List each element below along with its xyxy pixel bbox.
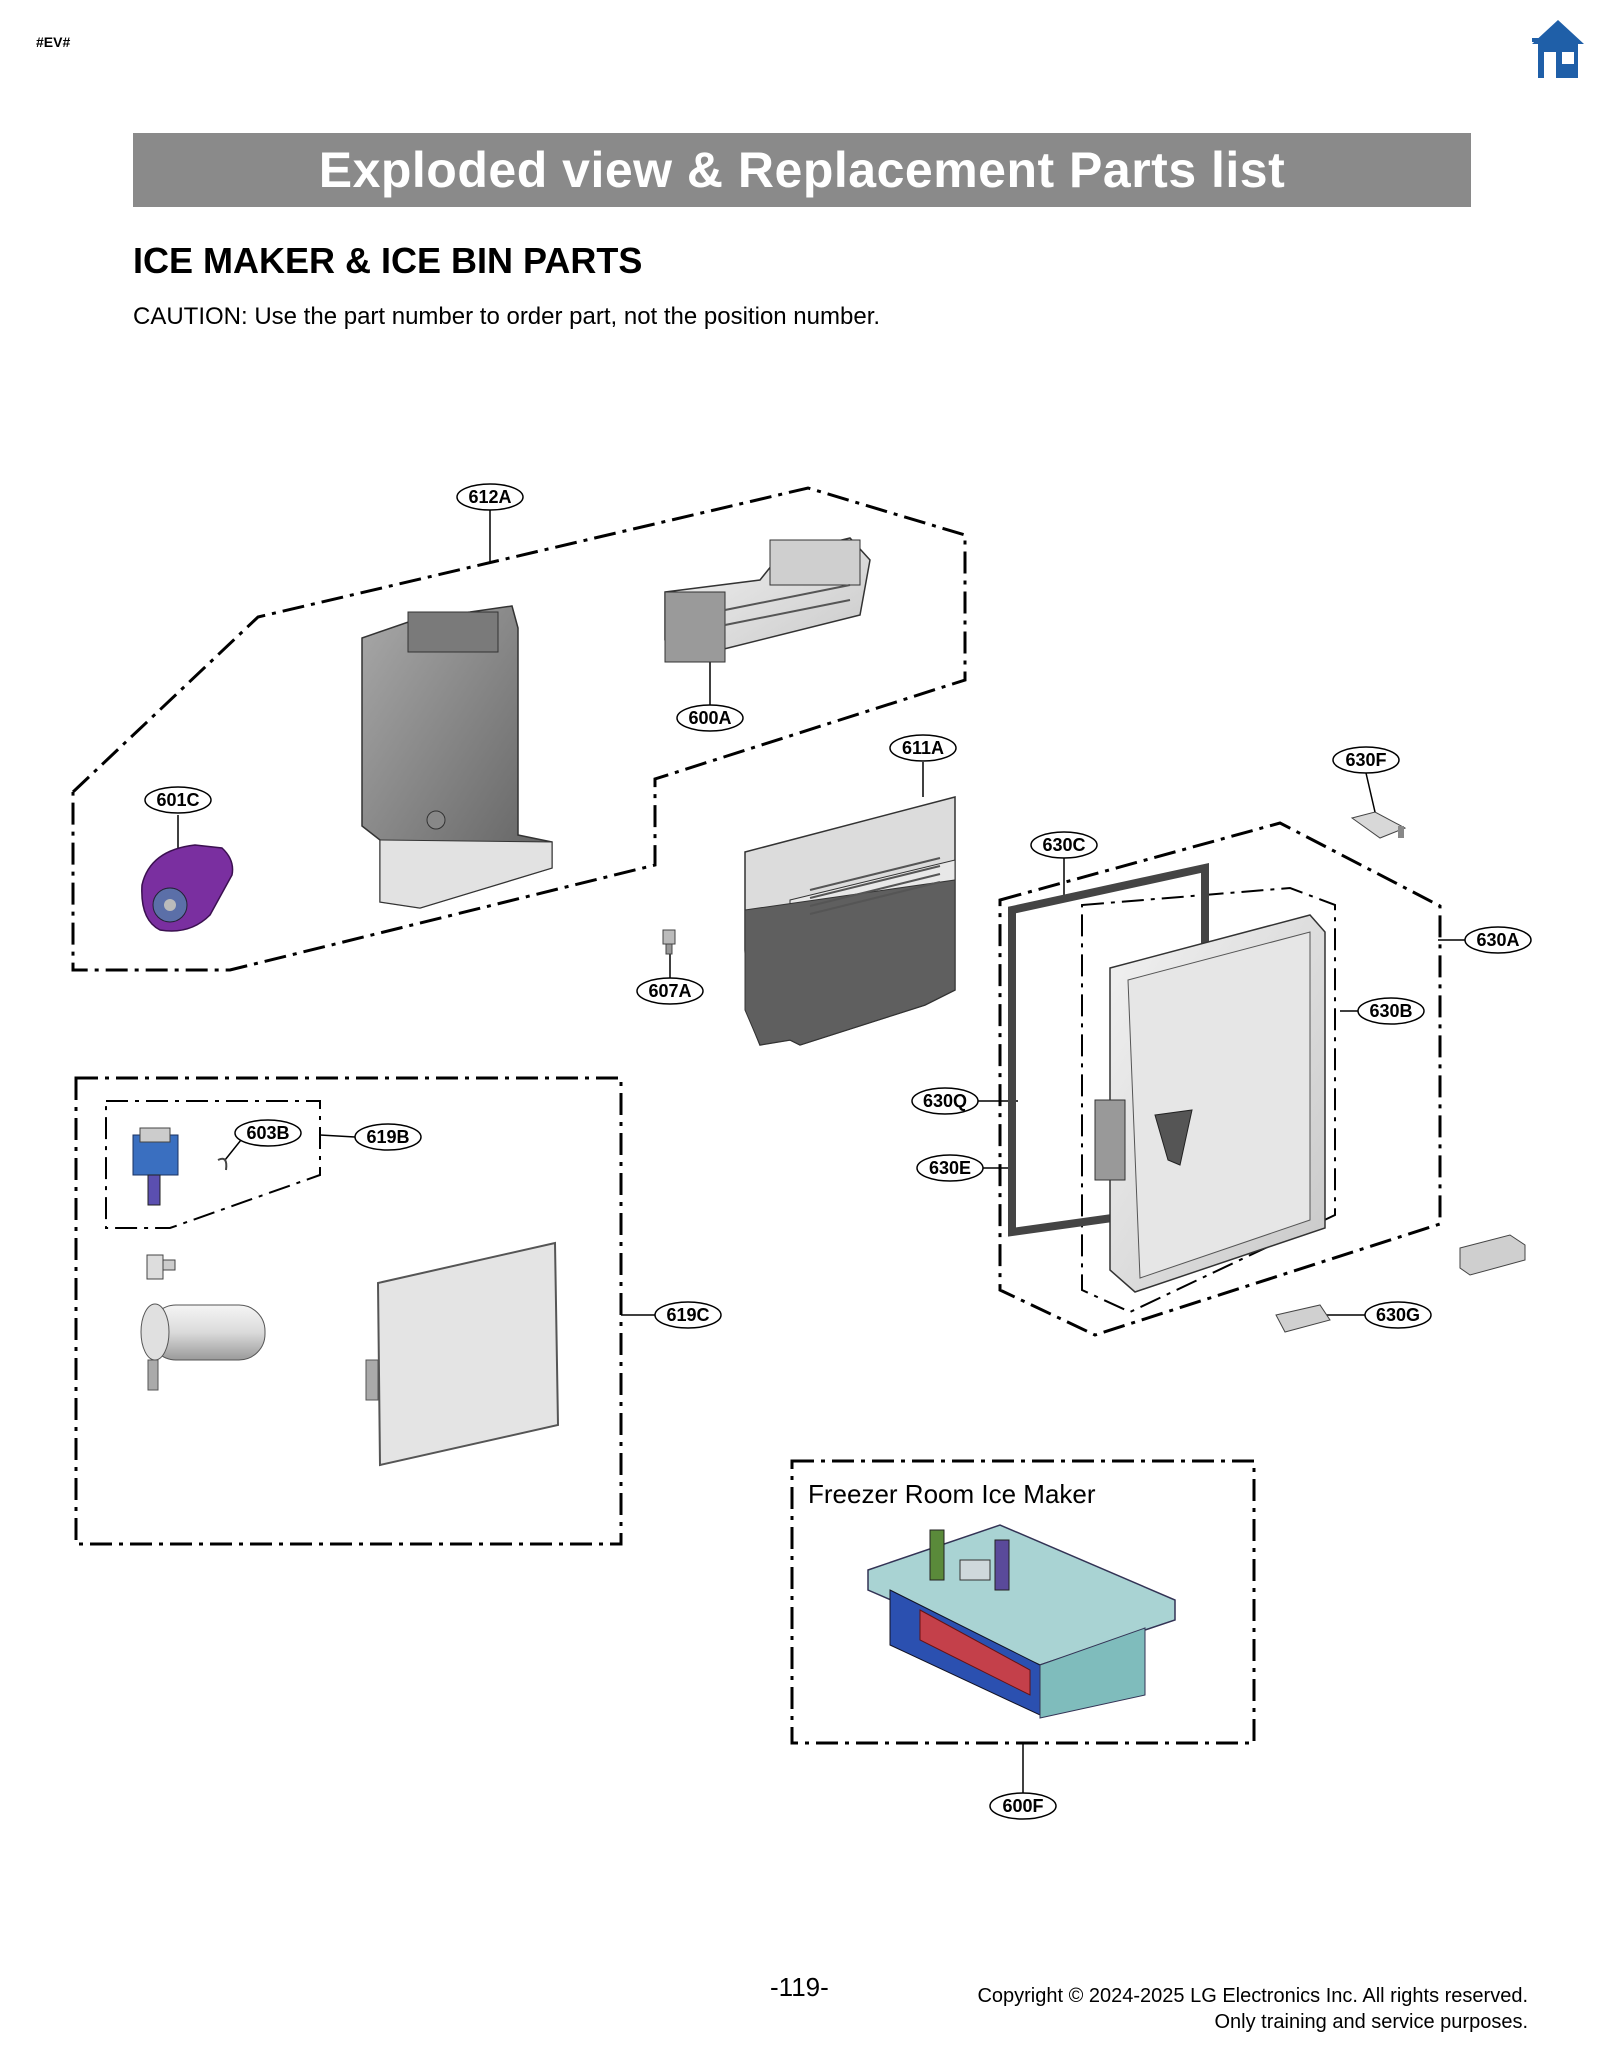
callout-611a-label: 611A <box>902 738 944 758</box>
callout-630g: 630G <box>1364 1301 1432 1329</box>
part-611a-ice-bin <box>744 796 956 1046</box>
callout-619c: 619C <box>654 1301 722 1329</box>
part-side-bracket <box>1459 1234 1526 1276</box>
boundary-valve-group <box>105 1100 321 1229</box>
part-600f-freezer-ice-maker <box>867 1524 1176 1719</box>
callout-630c-label: 630C <box>1042 835 1085 855</box>
boundary-filter-group <box>74 1076 623 1546</box>
callout-612a-label: 612A <box>468 487 511 507</box>
leader-lines <box>177 510 1465 1793</box>
page-tag: #EV# <box>36 34 71 50</box>
callout-630e-label: 630E <box>929 1158 971 1178</box>
callout-600a-label: 600A <box>688 708 731 728</box>
section-title: ICE MAKER & ICE BIN PARTS <box>133 240 643 281</box>
part-601c-motor <box>141 844 234 932</box>
part-fitting <box>146 1254 176 1280</box>
part-603b-valve <box>132 1127 228 1206</box>
callout-630a-label: 630A <box>1476 930 1519 950</box>
callout-619b-label: 619B <box>366 1127 409 1147</box>
callout-603b-label: 603B <box>246 1123 289 1143</box>
page-title-bar: Exploded view & Replacement Parts list <box>133 133 1471 207</box>
part-607a-screw <box>662 929 676 955</box>
copyright-line-1: Copyright © 2024-2025 LG Electronics Inc… <box>977 1985 1528 2007</box>
copyright-notice: Copyright © 2024-2025 LG Electronics Inc… <box>977 1983 1528 2035</box>
callout-619b: 619B <box>354 1123 422 1151</box>
callout-612a: 612A <box>456 483 524 511</box>
callout-630f-label: 630F <box>1345 750 1386 770</box>
callout-607a-label: 607A <box>648 981 691 1001</box>
part-630g-clip <box>1275 1304 1331 1333</box>
callout-619c-label: 619C <box>666 1305 709 1325</box>
part-619c-cover <box>365 1241 560 1467</box>
callout-630c: 630C <box>1030 831 1098 859</box>
caution-note: CAUTION: Use the part number to order pa… <box>133 303 881 330</box>
callout-600f: 600F <box>989 1792 1057 1820</box>
part-630f-hinge <box>1350 811 1407 839</box>
callout-611a: 611A <box>889 734 957 762</box>
boundary-door-inner <box>1081 886 1336 1314</box>
callout-630a: 630A <box>1464 926 1532 954</box>
page-number: -119- <box>770 1972 829 2002</box>
part-612a-bracket <box>361 605 553 909</box>
callout-630q: 630Q <box>911 1087 979 1115</box>
callout-601c: 601C <box>144 786 212 814</box>
boundary-door-group <box>998 821 1442 1337</box>
part-600a-ice-maker <box>664 537 871 663</box>
part-filter-cartridge <box>140 1303 266 1391</box>
boundary-icemaker-group <box>71 486 967 972</box>
callout-601c-label: 601C <box>156 790 199 810</box>
callout-607a: 607A <box>636 977 704 1005</box>
callout-600a: 600A <box>676 704 744 732</box>
callout-630f: 630F <box>1332 746 1400 813</box>
callout-630b-label: 630B <box>1369 1001 1412 1021</box>
part-630b-door-panel <box>1094 914 1326 1293</box>
callout-630q-label: 630Q <box>923 1091 967 1111</box>
page-title: Exploded view & Replacement Parts list <box>318 142 1286 198</box>
callout-603b: 603B <box>234 1119 302 1147</box>
callout-630g-label: 630G <box>1376 1305 1420 1325</box>
callout-630e: 630E <box>916 1154 984 1182</box>
callout-630b: 630B <box>1357 997 1425 1025</box>
home-icon[interactable] <box>1530 18 1586 80</box>
callout-600f-label: 600F <box>1002 1796 1043 1816</box>
copyright-line-2: Only training and service purposes. <box>1214 2011 1529 2033</box>
freezer-box-label: Freezer Room Ice Maker <box>808 1479 1096 1509</box>
